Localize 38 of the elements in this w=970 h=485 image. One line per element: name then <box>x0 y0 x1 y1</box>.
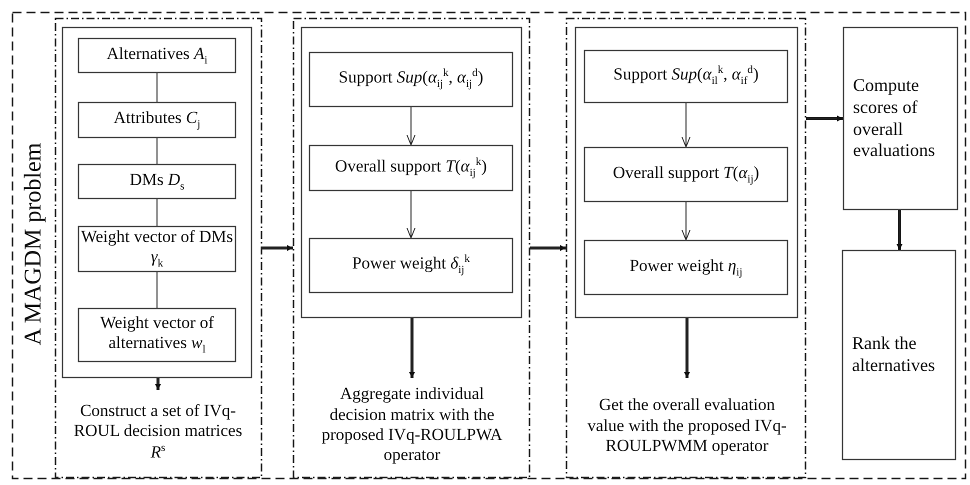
problem-frame <box>12 12 966 479</box>
process-box: Compute scores of overall evaluations <box>843 27 958 210</box>
arrow <box>684 318 690 378</box>
stage-panel <box>55 18 262 478</box>
connector-line <box>156 198 158 226</box>
frame-title: A MAGDM problem <box>20 142 48 346</box>
arrow <box>409 318 415 378</box>
process-box: Attributes C$_{j}$ <box>78 102 236 138</box>
arrow <box>155 378 161 390</box>
step-group-box <box>62 27 252 378</box>
stage-panel <box>566 18 806 478</box>
process-box: Overall support T(α$_{ij}$$^{k}$) <box>309 145 513 191</box>
arrow <box>896 210 902 250</box>
arrow <box>682 202 690 240</box>
arrow <box>530 245 566 251</box>
process-box: Weight vector of DMs γ$_{k}$ <box>78 226 236 272</box>
result-text: Get the overall evaluation value with the proposed IVq-ROULPWMM operator <box>583 378 791 474</box>
process-box: DMs D$_{s}$ <box>78 164 236 199</box>
arrow <box>262 245 293 251</box>
result-text: Construct a set of IVq-ROUL decision matrices R$^{s}$ <box>70 390 246 474</box>
connector-line <box>156 72 158 102</box>
result-text: Aggregate individual decision matrix with the proposed IVq-ROULPWA operator <box>312 378 512 472</box>
arrow <box>406 106 416 146</box>
arrow <box>406 190 416 238</box>
step-group-box <box>301 27 522 318</box>
process-box: Rank the alternatives <box>842 250 956 460</box>
step-group-box <box>575 27 798 318</box>
connector-line <box>156 138 158 164</box>
process-box: Support Sup(α$_{ij}$$^{k}$, α$_{ij}$$^{d}$) <box>309 52 513 107</box>
process-box: Power weight η$_{ij}$ <box>584 240 788 295</box>
arrow <box>806 116 843 122</box>
stage-panel <box>293 18 530 478</box>
arrow <box>682 102 690 148</box>
process-box: Weight vector of alternatives w$_{l}$ <box>78 308 236 362</box>
process-box: Overall support T(α$_{ij}$) <box>584 147 788 202</box>
connector-line <box>156 272 158 308</box>
process-box: Alternatives A$_{i}$ <box>78 38 236 73</box>
process-box: Support Sup(α$_{il}$$^{k}$, α$_{if}$$^{d}$) <box>584 50 788 103</box>
